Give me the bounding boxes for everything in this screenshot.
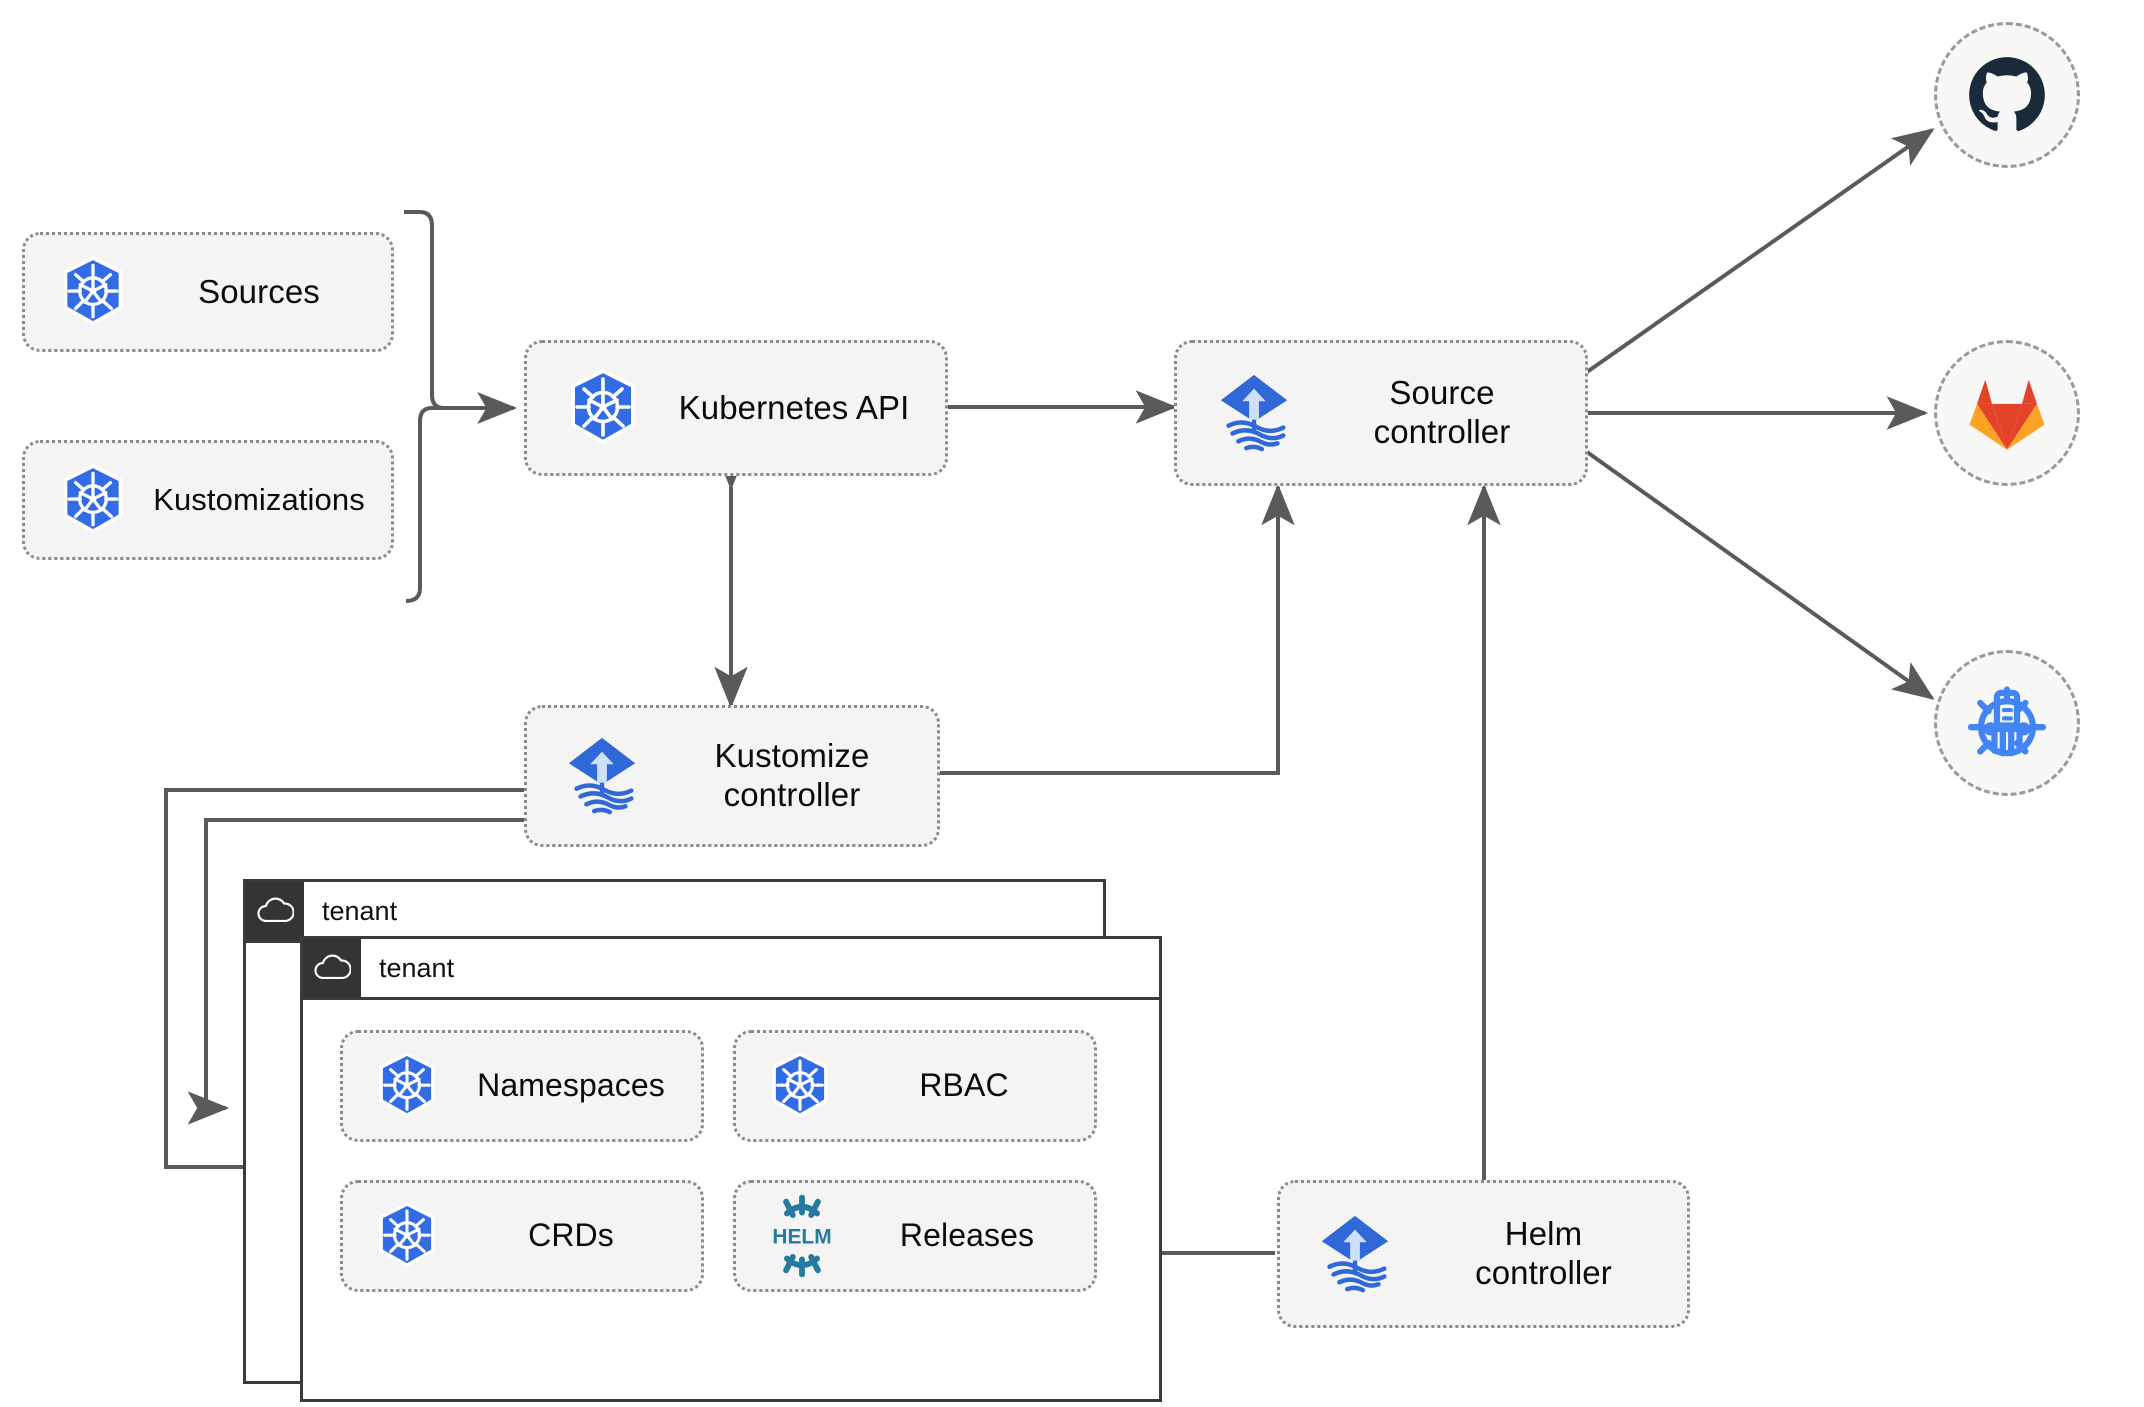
tenant-tab-back <box>246 882 304 940</box>
flux-icon <box>1296 1212 1414 1296</box>
node-label-line2: controller <box>1475 1254 1612 1291</box>
tenant-item-releases[interactable]: HELM Releases <box>733 1180 1097 1292</box>
kubernetes-icon <box>359 1202 455 1270</box>
tenant-label-front: tenant <box>379 952 455 983</box>
tenant-item-label: Releases <box>899 1217 1035 1254</box>
node-label-line1: Kustomize <box>714 737 870 775</box>
tenant-divider-front <box>303 997 1159 1000</box>
provider-gitlab[interactable] <box>1934 340 2080 486</box>
cloud-icon <box>314 954 351 979</box>
github-icon <box>1969 57 2045 132</box>
node-source-controller[interactable]: Source controller <box>1174 340 1588 486</box>
flux-icon <box>543 734 661 818</box>
tenant-label-back: tenant <box>322 895 398 926</box>
node-label: Kustomize controller <box>661 737 937 815</box>
tenant-item-label: Namespaces <box>477 1067 665 1104</box>
node-label-line1: Helm <box>1504 1215 1583 1253</box>
node-label: Helm controller <box>1414 1215 1687 1293</box>
tenant-item-label: CRDs <box>528 1217 614 1254</box>
resource-label: Sources <box>198 272 320 310</box>
tenant-tab-front <box>303 939 361 997</box>
node-kustomize-controller[interactable]: Kustomize controller <box>524 705 940 847</box>
tenant-item-rbac[interactable]: RBAC <box>733 1030 1097 1142</box>
helm-wordmark: HELM <box>772 1226 831 1249</box>
bucket-icon <box>1967 686 2047 757</box>
node-kubernetes-api[interactable]: Kubernetes API <box>524 340 948 476</box>
provider-github[interactable] <box>1934 22 2080 168</box>
tenant-panel-front[interactable]: tenant <box>300 936 1162 1402</box>
kubernetes-icon <box>752 1052 848 1120</box>
cloud-icon <box>257 897 294 922</box>
tenant-item-label: RBAC <box>919 1067 1009 1104</box>
kubernetes-icon <box>359 1052 455 1120</box>
provider-bucket[interactable] <box>1934 650 2080 796</box>
flux-icon <box>1195 371 1313 455</box>
gitlab-icon <box>1969 379 2045 450</box>
tenant-item-crds[interactable]: CRDs <box>340 1180 704 1292</box>
helm-icon: HELM <box>750 1195 854 1277</box>
kubernetes-icon <box>45 464 141 536</box>
resource-label: Kustomizations <box>153 481 365 517</box>
node-label-line2: controller <box>723 776 861 813</box>
node-label: Kubernetes API <box>678 388 910 426</box>
kubernetes-icon <box>45 256 141 328</box>
node-label-line1: Source <box>1389 374 1495 412</box>
node-label: Source controller <box>1313 374 1585 452</box>
resource-card-sources[interactable]: Sources <box>22 232 394 352</box>
resource-card-kustomizations[interactable]: Kustomizations <box>22 440 394 560</box>
node-label-line2: controller <box>1373 413 1511 450</box>
node-helm-controller[interactable]: Helm controller <box>1277 1180 1690 1328</box>
tenant-item-namespaces[interactable]: Namespaces <box>340 1030 704 1142</box>
kubernetes-icon <box>549 369 657 447</box>
